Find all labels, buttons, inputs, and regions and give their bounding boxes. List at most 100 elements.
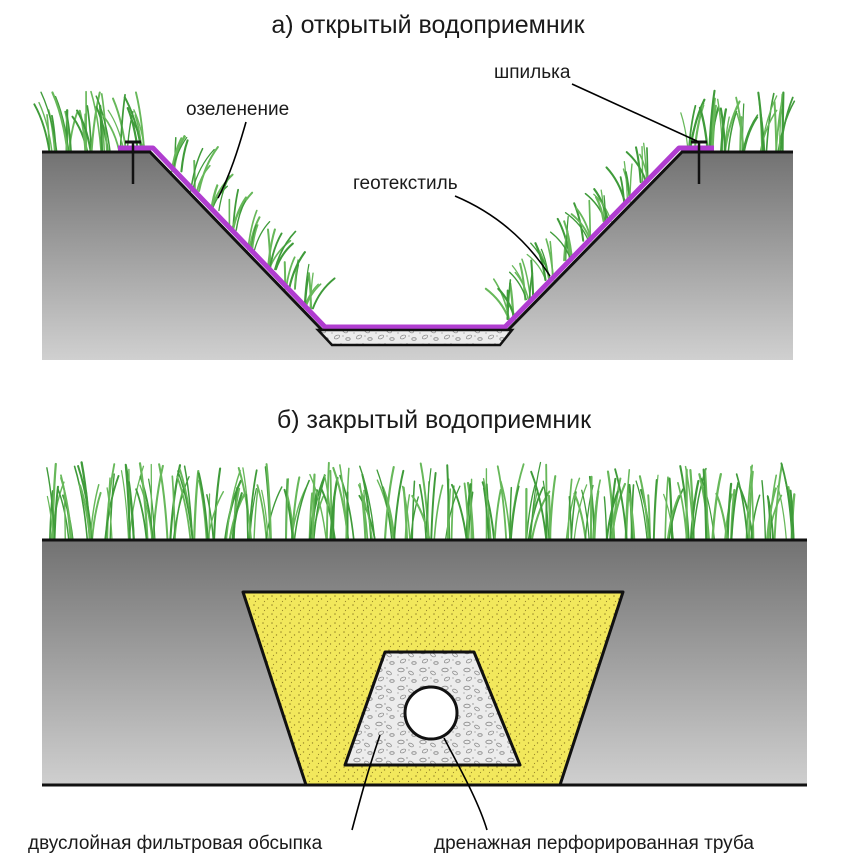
grass-blade (548, 475, 557, 541)
grass-blade (73, 465, 89, 540)
grass-blade (76, 109, 92, 153)
grass-blade (152, 464, 164, 541)
label-greening: озеленение (186, 99, 289, 120)
leader-greening (217, 121, 247, 199)
grass-blade (293, 479, 310, 540)
geotextile-layer (118, 145, 714, 330)
grass-blade (196, 164, 211, 192)
grass-blade (463, 482, 470, 540)
grass-blade (63, 491, 66, 540)
grass-blade (565, 216, 569, 261)
grass-blade (198, 479, 208, 540)
grass-blade (680, 112, 689, 152)
grass-blade (689, 479, 700, 541)
leader-pin (571, 83, 700, 143)
grass-blade (95, 95, 111, 152)
grass-blade (307, 272, 313, 310)
grass-blade (329, 476, 339, 541)
grass-blade (433, 484, 444, 540)
grass-blade (605, 490, 619, 541)
grass-blade (496, 465, 508, 540)
grass-blade (702, 468, 708, 541)
leader-geotextile (454, 195, 551, 277)
grass-blade (529, 461, 542, 540)
grass-blade (193, 159, 196, 192)
grass-blade (357, 484, 373, 540)
grass-blade (231, 196, 248, 232)
grass-blade (747, 470, 754, 540)
grass-blade (180, 139, 189, 173)
grass-blade (664, 476, 669, 540)
grass-blade (311, 277, 336, 310)
grass-blade (614, 468, 628, 540)
grass-blade (482, 487, 490, 540)
grass-blade (235, 200, 247, 231)
grass-blade (564, 212, 590, 242)
grass-blade (91, 491, 102, 540)
grass-blade (766, 495, 772, 540)
grass-blade (197, 472, 209, 541)
grass-blade (265, 463, 272, 541)
grass-blade (78, 109, 87, 153)
grass-blade (511, 265, 529, 301)
grass-blade (135, 488, 148, 540)
grass-blade (285, 478, 290, 540)
grass-blade (106, 487, 113, 540)
grass-blade (743, 116, 759, 152)
grass-blade (124, 465, 131, 541)
grass-blade (40, 91, 58, 152)
grass-blade (65, 110, 72, 152)
grass-blade (634, 146, 642, 184)
gravel-bottom (315, 328, 515, 347)
grass-blade (641, 145, 644, 183)
grass-blade (619, 176, 625, 203)
grass-blade (430, 471, 437, 540)
grass-blade (411, 494, 431, 541)
grass-blade (207, 491, 225, 540)
grass-blade (445, 485, 461, 540)
grass-blade (534, 242, 547, 282)
leader-drain-pipe (443, 737, 488, 831)
grass-blade (568, 496, 573, 540)
grass-slope-right (484, 142, 649, 321)
grass-blade (325, 461, 330, 540)
panel-a-title: а) открытый водоприемник (271, 11, 585, 39)
grass-blade (506, 279, 512, 320)
grass-blade (283, 488, 294, 540)
grass-strip (46, 461, 796, 541)
label-filter-bedding: двуслойная фильтровая обсыпка (28, 833, 323, 854)
grass-blade (128, 481, 135, 540)
grass-blade (213, 467, 222, 541)
grass-blade (383, 466, 395, 541)
grass-blade (261, 489, 269, 540)
perforated-pipe (403, 685, 459, 741)
label-drain-pipe: дренажная перфорированная труба (434, 833, 754, 854)
grass-blade (466, 481, 475, 541)
grass-blade (668, 477, 674, 541)
grass-blade (530, 470, 548, 540)
grass-blade (120, 470, 130, 540)
grass-blade (339, 464, 348, 540)
grass-blade (245, 493, 249, 540)
grass-blade (779, 96, 794, 152)
leader-filter-bedding (351, 734, 381, 831)
grass-blade (251, 224, 259, 251)
grass-blade (265, 486, 283, 540)
grass-blade (465, 483, 472, 541)
grass-blade (90, 90, 102, 152)
grass-blade (359, 465, 376, 540)
grass-blade (311, 473, 316, 541)
grass-blade (450, 485, 455, 540)
grass-blade (727, 110, 738, 152)
grass-blade (60, 477, 73, 540)
grass-blade (363, 489, 367, 540)
grass-blade (90, 91, 101, 153)
grass-blade (776, 485, 787, 540)
grass-blade (742, 114, 759, 152)
grass-blade (104, 475, 120, 540)
grass-blade (509, 486, 513, 540)
grass-blade (666, 495, 680, 540)
grass-blade (46, 495, 54, 540)
grass-blade (711, 472, 722, 541)
